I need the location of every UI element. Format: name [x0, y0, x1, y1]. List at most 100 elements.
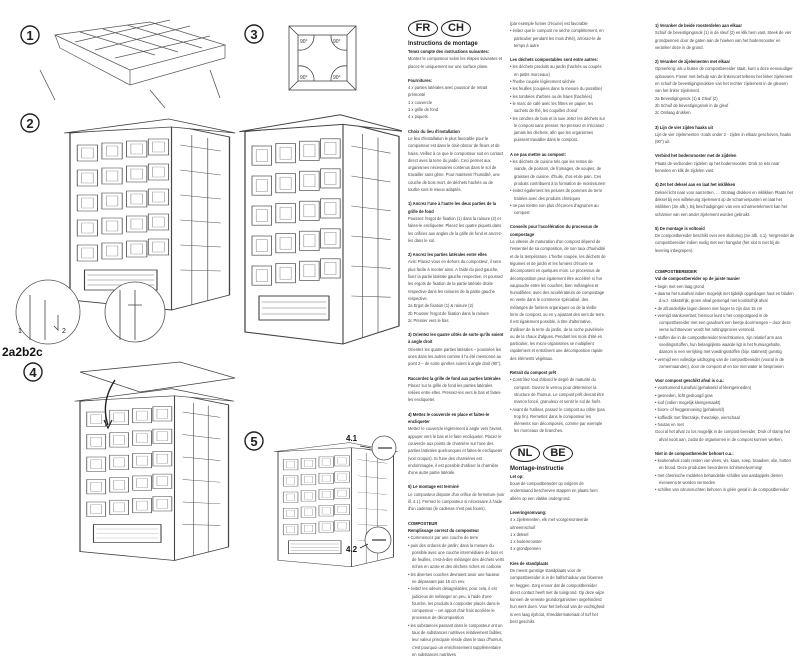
spacer [408, 193, 505, 200]
spacer [510, 502, 606, 509]
svg-text:1: 1 [18, 328, 22, 335]
bullet-item: • voorkomend tuinafval (gehakseld of kle… [655, 385, 752, 391]
french-continued-column: (par exemple fumier d'écurie) est favora… [510, 20, 606, 625]
paragraph: bouw de compostbereider op volgens de on… [510, 481, 598, 501]
bullet-item: • évitez les odeurs désagréables; pour c… [408, 586, 500, 621]
section-heading: 2) Ancrez les parties latérales entre el… [408, 252, 487, 258]
section-heading: A ne pas mettre au compost: [510, 151, 567, 157]
bullet-item: • évitez également les pelures de pommes… [510, 188, 603, 201]
bullet-item: • koffiedik met filterzakje, theezakje, … [655, 414, 740, 420]
country-logos-fr-ch: FR CH [408, 20, 505, 37]
spacer [655, 145, 795, 152]
svg-text:90°: 90° [333, 39, 341, 45]
section-heading: Retrait du compost prêt [510, 370, 557, 376]
svg-text:90°: 90° [300, 75, 308, 81]
section-heading: Remplissage correct du composteur [408, 527, 479, 533]
spacer [408, 121, 505, 128]
paragraph: 2c Presser vers le bas [408, 317, 449, 323]
section-heading: 5) Le montage est terminé [408, 484, 459, 490]
section-heading: Conseils pour l'accélération du processu… [510, 224, 599, 237]
spacer [655, 117, 795, 124]
section-heading: Verbind het bodemrooster met de zijdelen [655, 153, 737, 159]
svg-text:2: 2 [62, 328, 66, 335]
paragraph: 4 x piquets [408, 114, 428, 120]
bullet-item: • de afzonderlijke lagen dienen niet hog… [655, 305, 763, 311]
country-logos-nl-be: NL BE [510, 444, 606, 462]
bullet-item: • Avant de l'utiliser, passez le compost… [510, 406, 605, 434]
section-heading: Raccordez la grille de fond aux parties … [408, 375, 501, 381]
country-badge-ch: CH [441, 20, 471, 37]
paragraph: 1 x deksel [510, 531, 529, 537]
bullet-item: • ne pas mettre non plus d'écorces d'agr… [510, 202, 599, 216]
section-heading: Les déchets compostables sont entre autr… [510, 57, 599, 63]
bullet-item: • évitez que le compost ne sèche complèt… [510, 28, 604, 48]
paragraph: 2b Schuif de bevestigingsnok in de gleuf [655, 102, 729, 108]
bin-on-base-drawing [239, 115, 402, 344]
assembly-illustrations: 1 2 3 4 5 1 2 2a2b2c 90° 90° 90° 90° [2, 19, 402, 567]
paragraph: Schuif de bevestigingsnok (1) in de sleu… [655, 30, 792, 50]
spacer [510, 362, 606, 369]
paragraph: De compostbereider beschikt over een slu… [655, 233, 795, 253]
detail-circle-2 [104, 281, 166, 343]
section-heading: 2) Veranker de zijelementen met elkaar [655, 59, 731, 65]
spacer [408, 476, 505, 483]
bullet-item: • stoffen die in de compostbereider tere… [655, 334, 782, 355]
svg-text:5: 5 [250, 434, 257, 449]
section-heading: Voor compost geschikt afval is o.a.: [655, 378, 725, 384]
section-heading: Kies de standplaats [510, 560, 549, 566]
paragraph: (par exemple fumier d'écurie) est favora… [510, 21, 588, 26]
country-badge-nl: NL [510, 444, 540, 462]
paragraph: Lijn de vier zijelementen -zoals onder 2… [655, 131, 792, 145]
spacer [510, 553, 606, 560]
paragraph: 4 x parties latérales avec poussoir de r… [408, 85, 488, 98]
paragraph: Avis: Placez-vous en dehors du composteu… [408, 259, 504, 301]
spacer [408, 324, 505, 331]
section-heading: 4) Zet het deksel aan en laat het inklik… [655, 182, 736, 188]
paragraph: Mettez le couvercle légèrement à angle v… [408, 426, 503, 476]
callout-4-2: 4.2 [346, 545, 358, 554]
section-heading: Choix du lieu d'installation [408, 128, 460, 134]
bullet-item: • gesneden, licht gedroogd gras [655, 392, 713, 398]
section-heading: Vul de compostbereider op de juiste mani… [655, 276, 740, 282]
bullet-item: • schillen van citrusvruchten behoren in… [655, 487, 789, 493]
spacer [655, 51, 795, 58]
spacer [655, 254, 795, 261]
section-heading: 3) Orientez les quatre côtés de sorte qu… [408, 332, 504, 345]
spacer [655, 174, 795, 181]
svg-text:3: 3 [250, 27, 257, 42]
section-heading: 3) Lijn de vier zijden haaks uit [655, 124, 714, 130]
spacer [510, 216, 606, 223]
bullet-item: • met chemische middelen behandelde schi… [655, 472, 783, 486]
spacer [408, 70, 505, 77]
paragraph: Poussez l'ergot de fixation (1) dans la … [408, 215, 503, 243]
bullet-item: • les déchets produits au jardin (hachés… [510, 64, 602, 77]
paragraph: 4 x zijelementen, elk met voorgemonteerd… [510, 517, 589, 530]
paragraph: De meest gunstige standplaats voor de co… [510, 568, 605, 625]
bullet-item: • les déchets de cuisine tels que les re… [510, 159, 606, 186]
bullet-item: • Contrôlez tout d'abord le degré de mat… [510, 377, 604, 405]
svg-text:4: 4 [29, 365, 37, 380]
section-heading: Tenez compte des instructions suivantes: [408, 49, 490, 54]
svg-text:90°: 90° [300, 39, 308, 45]
dutch-instructions-column: 1) Veranker de beide roosterdelen aan el… [655, 22, 795, 494]
bullet-item: Gooi al het afval zo los mogelijk in de … [655, 429, 790, 442]
bullet-item: • puis des ordures de jardin; dans la me… [408, 542, 505, 570]
step-4-number: 4 [23, 362, 43, 382]
spacer [655, 443, 795, 450]
bullet-item: • vermijd een volledige uitdroging van d… [655, 356, 784, 369]
spacer [408, 404, 505, 411]
paragraph: Le lieu d'installation le plus favorable… [408, 135, 504, 193]
section-heading: Let op: [510, 473, 524, 479]
callout-4-1: 4.1 [346, 434, 358, 443]
bullet-item: • les feuilles (coupées dans la mesure d… [510, 86, 602, 92]
section-heading: Niet in de compostbereider behoort o.a.: [655, 450, 734, 456]
paragraph: Orientez les quatre parties latérales – … [408, 346, 502, 367]
section-title: Montage-instructie [510, 465, 564, 472]
spacer [655, 261, 795, 268]
right-angle-diagram: 90° 90° 90° 90° [288, 25, 357, 91]
bullet-item: • les cendres de bois et la suie Jetez l… [510, 115, 605, 143]
spacer [655, 218, 795, 225]
step-2-number: 2 [20, 113, 40, 133]
paragraph: Placez sur la grille de fond les parties… [408, 382, 502, 403]
